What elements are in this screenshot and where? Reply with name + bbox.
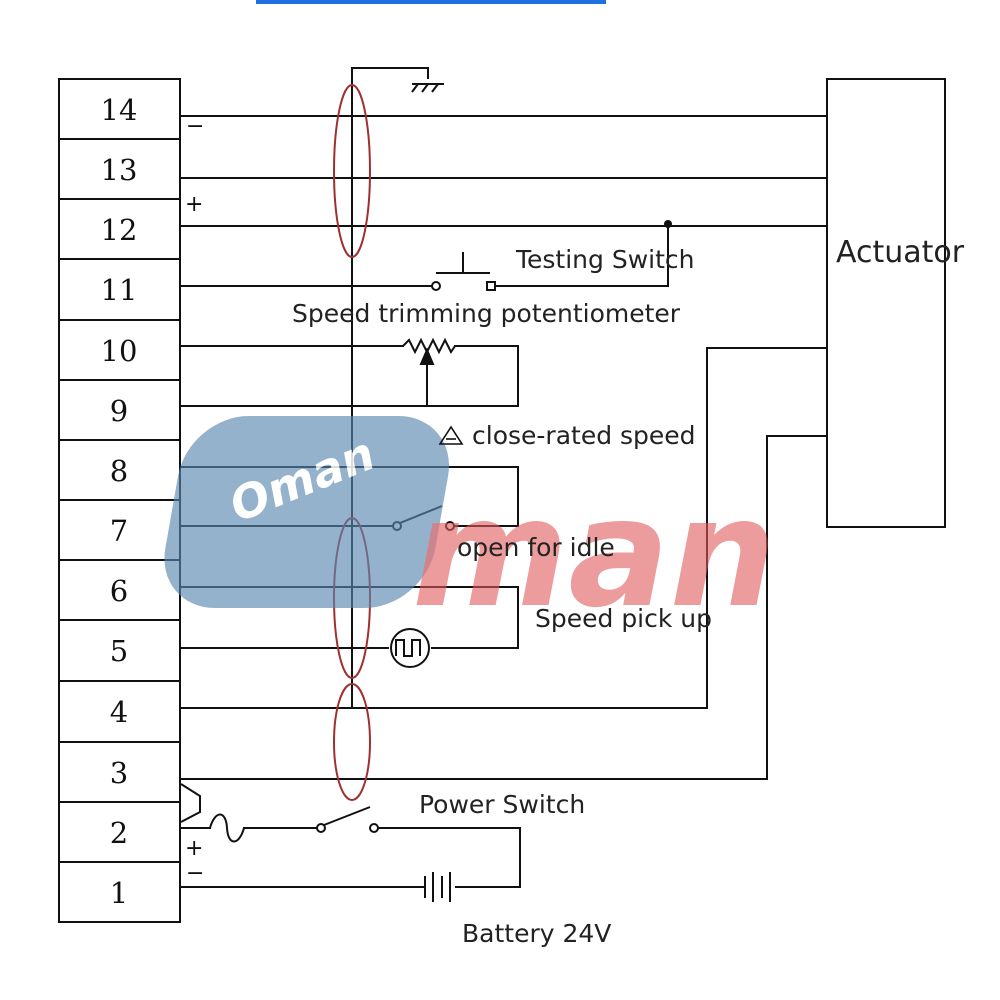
terminal-label: 7 xyxy=(110,514,128,548)
shield-ellipse-upper xyxy=(333,84,371,258)
terminal-block xyxy=(58,78,181,923)
terminal-label: 12 xyxy=(101,213,138,247)
polarity-minus: − xyxy=(186,114,204,139)
shield-ellipse-lower xyxy=(333,683,371,801)
watermark: Oman man xyxy=(164,416,776,641)
potentiometer-icon xyxy=(402,337,456,365)
testing-switch-label: Testing Switch xyxy=(515,245,695,274)
terminal-label: 2 xyxy=(110,816,128,850)
polarity-plus: + xyxy=(185,836,203,861)
actuator-box xyxy=(826,78,946,528)
speed-pickup-label: Speed pick up xyxy=(535,604,712,633)
terminal-label: 8 xyxy=(110,454,128,488)
terminal-label: 5 xyxy=(110,634,128,668)
top-accent-bar xyxy=(256,0,606,4)
warning-triangle-icon xyxy=(438,425,464,445)
terminal-bracket xyxy=(180,783,201,823)
terminal-label: 3 xyxy=(110,756,128,790)
fuse-icon xyxy=(209,813,245,843)
watermark-large-text: man xyxy=(412,467,776,641)
terminal-label: 11 xyxy=(101,273,138,307)
terminal-label: 1 xyxy=(110,876,128,910)
terminal-numbers: 14 13 12 11 10 9 8 7 6 5 4 3 2 1 xyxy=(101,93,138,910)
ground-icon xyxy=(411,83,444,93)
terminal-label: 13 xyxy=(101,153,138,187)
speed-trim-pot-label: Speed trimming potentiometer xyxy=(292,299,681,328)
terminal-label: 14 xyxy=(101,93,138,127)
terminal-label: 6 xyxy=(110,574,128,608)
polarity-minus: − xyxy=(186,861,204,886)
testing-switch-icon xyxy=(431,252,496,291)
battery-icon xyxy=(424,872,451,902)
battery-label: Battery 24V xyxy=(462,919,611,948)
close-rated-speed-label: close-rated speed xyxy=(472,421,696,450)
wires xyxy=(179,67,828,888)
terminal-label: 9 xyxy=(110,394,128,428)
speed-pickup-icon xyxy=(390,628,430,668)
terminal-label: 10 xyxy=(101,334,138,368)
power-switch-label: Power Switch xyxy=(419,790,585,819)
open-for-idle-label: open for idle xyxy=(457,533,615,562)
terminal-label: 4 xyxy=(110,695,128,729)
polarity-plus: + xyxy=(185,192,203,217)
actuator-label: Actuator xyxy=(836,235,965,270)
junction-dot xyxy=(664,220,672,228)
watermark-badge xyxy=(164,416,449,608)
power-switch-icon xyxy=(316,806,379,833)
